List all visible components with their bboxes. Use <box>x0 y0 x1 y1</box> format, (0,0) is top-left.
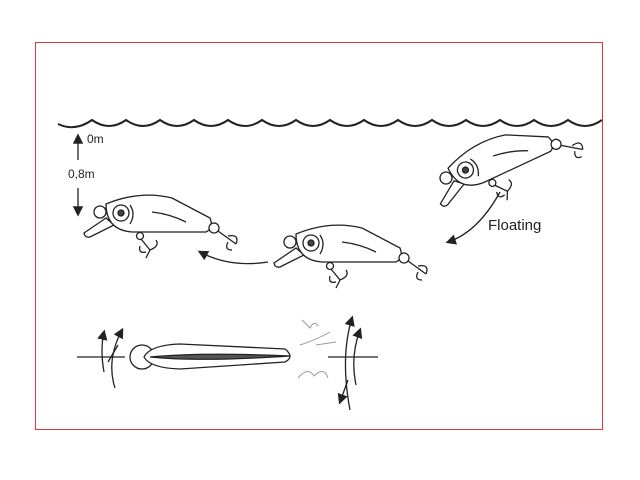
depth-top-label: 0m <box>87 132 104 146</box>
water-surface <box>57 118 603 129</box>
illustration-frame <box>35 42 603 430</box>
arrow-rise-1 <box>445 191 501 245</box>
lure-mid <box>273 224 428 289</box>
lure-deep <box>83 194 238 259</box>
arrow-rise-2 <box>197 250 269 265</box>
depth-indicator: 0m 0,8m <box>68 132 104 217</box>
lure-top-view <box>77 315 378 411</box>
floating-label: Floating <box>488 217 541 234</box>
depth-range-label: 0,8m <box>68 167 95 181</box>
